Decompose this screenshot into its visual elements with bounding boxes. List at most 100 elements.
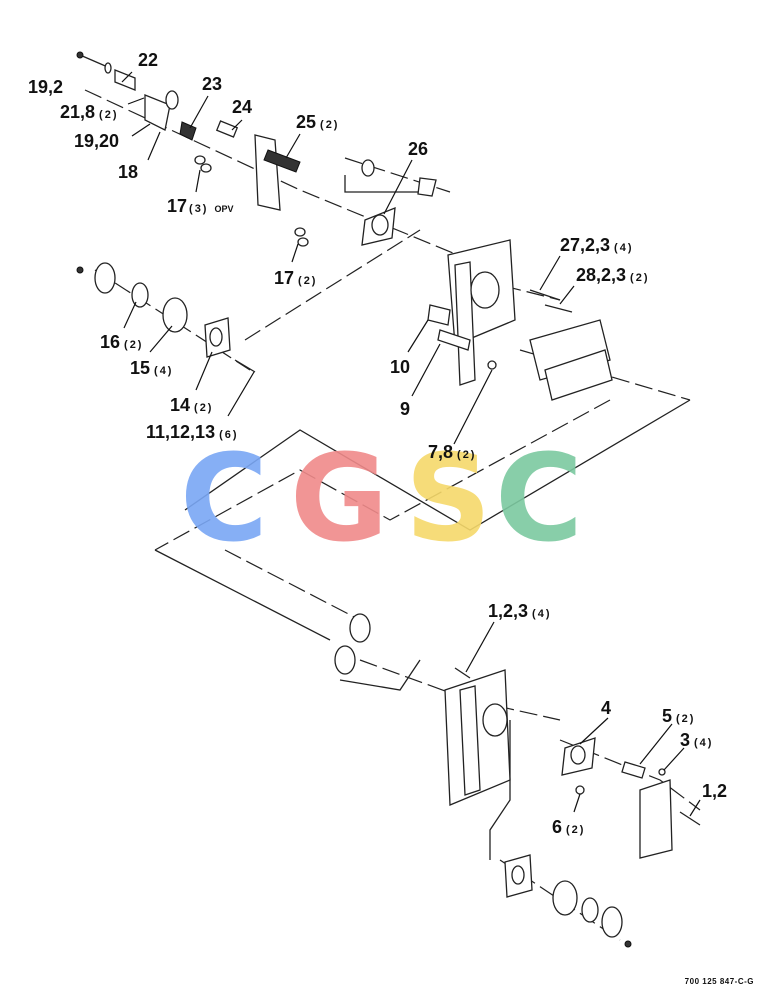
flange-14-hub	[209, 327, 223, 347]
washer	[104, 62, 112, 74]
label-24: 24	[232, 97, 252, 117]
nut-6	[575, 785, 585, 795]
link-9	[437, 329, 471, 351]
bolt-1-2	[679, 811, 701, 826]
bolt-27	[529, 289, 561, 301]
pivot-hub	[165, 90, 179, 110]
flange-lower-hub	[511, 865, 525, 885]
label-19-2: 19,2	[28, 77, 63, 97]
plate-opening	[470, 271, 500, 309]
leader-26	[383, 159, 413, 215]
label-3: 3(4)	[680, 730, 713, 750]
label-22: 22	[138, 50, 158, 70]
washer-top	[361, 159, 375, 177]
leader-17b	[291, 243, 299, 263]
label-6: 6(2)	[552, 817, 585, 837]
top-right-axis	[344, 157, 451, 193]
leader-16	[123, 301, 137, 329]
label-9: 9	[400, 399, 410, 419]
washer-15	[162, 297, 188, 333]
watermark: C G S C	[180, 430, 583, 569]
label-10: 10	[390, 357, 410, 377]
roller-end-upper	[349, 613, 371, 643]
label-18: 18	[118, 162, 138, 182]
label-16: 16(2)	[100, 332, 143, 352]
label-14: 14(2)	[170, 395, 213, 415]
nut-left	[76, 266, 84, 274]
bottom-assembly	[334, 613, 701, 948]
washer-lower	[552, 880, 578, 916]
label-27: 27,2,3(4)	[560, 235, 634, 255]
drawing-number: 700 125 847-C-G	[684, 977, 754, 986]
watermark-letter-s: S	[405, 430, 491, 569]
label-17-lower: 17(2)	[274, 268, 317, 288]
watermark-letter-g: G	[290, 430, 389, 569]
lower-plate-opening	[482, 703, 508, 737]
label-7-8: 7,8(2)	[428, 442, 476, 462]
roller-end-lower	[334, 645, 356, 675]
plate-bracket	[254, 134, 281, 211]
bolt-1	[454, 667, 471, 679]
watermark-letter-c2: C	[495, 430, 583, 569]
flange-4-hub	[570, 745, 586, 765]
label-28: 28,2,3(2)	[576, 265, 650, 285]
top-assembly	[76, 51, 613, 401]
label-23: 23	[202, 74, 222, 94]
nut-17d	[297, 237, 309, 247]
leader-22	[121, 71, 133, 83]
label-1-2-3: 1,2,3(4)	[488, 601, 552, 621]
nut-3	[658, 768, 666, 776]
flange-26-hub	[371, 214, 389, 236]
bracket-lower-right	[639, 779, 673, 859]
spring-23	[179, 121, 197, 141]
roller-lower	[544, 349, 613, 401]
left-shaft-axis	[94, 269, 251, 371]
nut-17c	[294, 227, 306, 237]
leader-25	[285, 133, 301, 159]
leader-5	[639, 723, 673, 765]
leader-19-20	[131, 123, 151, 137]
nut-17	[194, 155, 206, 165]
leader-27	[539, 255, 561, 291]
leader-14	[195, 351, 213, 391]
leader-1-2-3	[465, 621, 495, 673]
bolt-28	[544, 304, 573, 313]
leader-10	[407, 319, 429, 353]
leader-lines	[121, 71, 701, 817]
callout-labels: 19,2 22 21,8(2) 19,20 18 23 24 25(2) 26 …	[28, 50, 727, 837]
bracket-22	[114, 69, 136, 91]
side-plate-lower-edge	[459, 685, 481, 796]
nut-17b	[200, 163, 212, 173]
leader-9	[411, 343, 441, 397]
label-26: 26	[408, 139, 428, 159]
belt-lower-b	[224, 549, 361, 621]
leader-15	[149, 325, 173, 353]
leader-3	[663, 747, 685, 771]
leader-11	[227, 371, 255, 417]
label-19-20: 19,20	[74, 131, 119, 151]
label-5: 5(2)	[662, 706, 695, 726]
leader-24	[231, 119, 243, 131]
bushing-16	[131, 282, 149, 308]
bottom-bracket-line	[339, 659, 421, 691]
top-bracket-line	[344, 175, 420, 193]
belt-outline-b	[154, 399, 611, 551]
watermark-letter-c1: C	[180, 430, 268, 569]
bottom-drop-line	[489, 720, 511, 860]
label-4: 4	[601, 698, 611, 718]
label-17-opv: 17(3)OPV	[167, 196, 234, 216]
bolt-head	[76, 51, 84, 59]
belt-outline-a	[184, 399, 691, 531]
leader-17a	[195, 169, 201, 193]
leader-7	[453, 369, 493, 445]
spacer-5	[621, 761, 646, 779]
bottom-shaft-axis	[359, 659, 561, 721]
leader-4	[579, 717, 609, 745]
label-11-12-13: 11,12,13(6)	[146, 422, 239, 442]
left-to-center-line	[244, 229, 421, 341]
bolt-11	[234, 359, 256, 373]
clip-top	[417, 177, 437, 197]
nut-7	[487, 360, 497, 370]
leader-28	[559, 285, 575, 305]
